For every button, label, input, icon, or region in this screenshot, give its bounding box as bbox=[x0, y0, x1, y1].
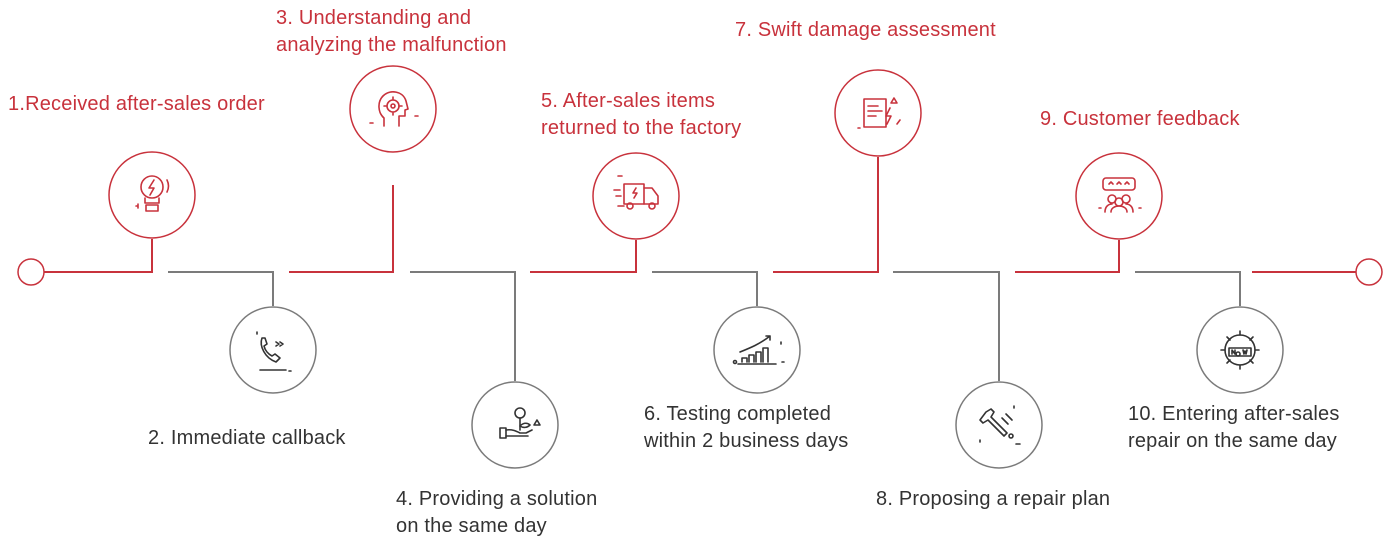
step-4-label-line-2: on the same day bbox=[396, 515, 547, 537]
step-6-label-line-2: within 2 business days bbox=[644, 430, 849, 452]
hand-plant-icon bbox=[499, 407, 541, 439]
step-1-circle bbox=[108, 151, 196, 239]
step-10-circle bbox=[1196, 306, 1284, 394]
step-7-circle bbox=[834, 69, 922, 157]
step-8-label: 8. Proposing a repair plan bbox=[876, 488, 1111, 510]
step-6-label: 6. Testing completed within 2 business d… bbox=[644, 401, 849, 455]
step-4-circle bbox=[471, 381, 559, 469]
connector-step-4 bbox=[410, 271, 516, 381]
step-9-label: 9. Customer feedback bbox=[1040, 108, 1240, 130]
connector-step-5 bbox=[530, 240, 637, 273]
step-10-label: 10. Entering after-sales repair on the s… bbox=[1128, 401, 1340, 455]
step-5-label: 5. After-sales items returned to the fac… bbox=[541, 88, 741, 142]
timeline-start-cap bbox=[17, 258, 45, 286]
damage-report-icon bbox=[857, 97, 901, 129]
connector-step-9 bbox=[1015, 240, 1120, 273]
step-1-node bbox=[108, 151, 196, 239]
connector-step-2 bbox=[168, 271, 274, 306]
step-7-label: 7. Swift damage assessment bbox=[735, 19, 996, 41]
connector-step-3 bbox=[289, 185, 394, 273]
customer-rating-icon bbox=[1098, 177, 1142, 213]
step-4-node bbox=[471, 381, 559, 469]
step-7-node bbox=[834, 69, 922, 157]
step-9-circle bbox=[1075, 152, 1163, 240]
step-9-node bbox=[1075, 152, 1163, 240]
head-gear-icon bbox=[369, 91, 419, 127]
growth-chart-icon bbox=[732, 335, 785, 365]
step-10-label-line-2: repair on the same day bbox=[1128, 430, 1337, 452]
step-5-label-line-2: returned to the factory bbox=[541, 117, 742, 139]
step-3-node bbox=[349, 65, 437, 153]
connector-step-6 bbox=[652, 271, 758, 306]
step-6-label-line-1: 6. Testing completed bbox=[644, 403, 832, 425]
step-5-node bbox=[592, 152, 680, 240]
phone-callback-icon bbox=[256, 331, 292, 372]
step-3-label-line-1: 3. Understanding and bbox=[276, 7, 472, 29]
step-1-label: 1.Received after-sales order bbox=[8, 93, 265, 115]
connector-step-8 bbox=[893, 271, 1000, 381]
step-10-label-line-1: 10. Entering after-sales bbox=[1128, 403, 1340, 425]
delivery-truck-icon bbox=[613, 175, 659, 210]
step-3-circle bbox=[349, 65, 437, 153]
step-10-node bbox=[1196, 306, 1284, 394]
now-badge-icon bbox=[1220, 330, 1260, 370]
step-4-label: 4. Providing a solution on the same day bbox=[396, 486, 597, 540]
step-3-label: 3. Understanding and analyzing the malfu… bbox=[276, 5, 507, 59]
step-6-circle bbox=[713, 306, 801, 394]
step-5-label-line-1: 5. After-sales items bbox=[541, 90, 716, 112]
connector-step-10 bbox=[1135, 271, 1241, 306]
step-2-label: 2. Immediate callback bbox=[148, 427, 346, 449]
step-8-node bbox=[955, 381, 1043, 469]
step-2-node bbox=[229, 306, 317, 394]
step-3-label-line-2: analyzing the malfunction bbox=[276, 34, 507, 56]
step-2-circle bbox=[229, 306, 317, 394]
connector-step-1 bbox=[44, 239, 153, 273]
step-6-node bbox=[713, 306, 801, 394]
timeline-end-cap bbox=[1355, 258, 1383, 286]
lightbulb-lightning-icon bbox=[135, 175, 170, 212]
connector-step-7 bbox=[773, 157, 879, 273]
wrench-tool-icon bbox=[979, 405, 1021, 445]
step-4-label-line-1: 4. Providing a solution bbox=[396, 488, 598, 510]
